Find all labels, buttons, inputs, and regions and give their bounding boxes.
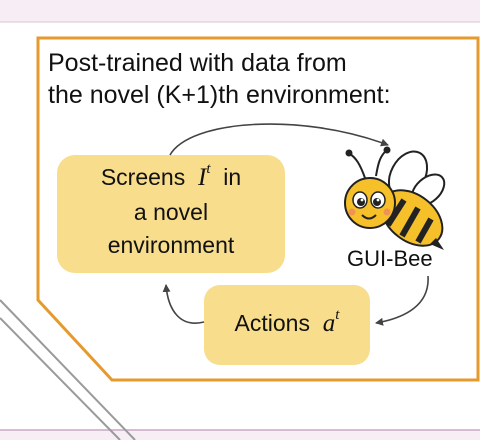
screens-box [57,155,285,273]
screens-box-line-2: a novel [133,199,209,225]
bee-icon [344,146,446,250]
actions-box [204,285,370,365]
screens-box-line-1: Screens It in [57,161,285,196]
actions-box-label: Actions at [204,307,370,342]
connector-line-1 [0,299,136,440]
arrow-agent-to-actions [375,275,429,326]
top-band [0,0,480,22]
actions-word: Actions [234,310,310,336]
actions-superscript: t [335,307,340,323]
arrow-actions-to-screens [162,284,205,324]
screens-box-line-3: environment [107,232,235,258]
title-line-1: Post-trained with data from [48,49,347,77]
title-line-2: the novel (K+1)th environment: [48,81,391,109]
bottom-band [0,430,480,440]
connector-line-2 [0,317,121,440]
screens-word-after: in [223,164,242,190]
screens-symbol: I [197,164,207,191]
screens-superscript: t [206,161,211,177]
screens-word: Screens [100,164,186,190]
actions-symbol: a [322,310,336,337]
arrow-screens-to-agent [169,123,389,156]
agent-label: GUI-Bee [347,246,433,271]
